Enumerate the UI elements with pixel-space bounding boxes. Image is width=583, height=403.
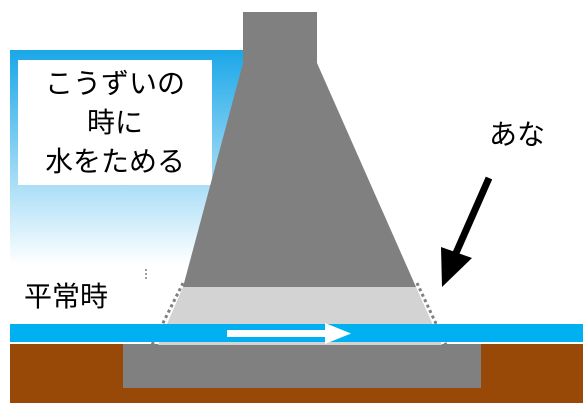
flood-label-line-1: こうずいの xyxy=(44,67,185,100)
normal-time-label: 平常時 xyxy=(24,280,109,313)
pointer-arrow-icon xyxy=(441,176,493,287)
dam-body xyxy=(183,12,416,287)
river-right xyxy=(440,324,583,342)
flood-label-panel xyxy=(18,60,212,185)
flood-label-line-3: 水をためる xyxy=(44,145,185,178)
hole-label: あな xyxy=(489,118,546,151)
flood-label-line-2: 時に xyxy=(86,106,143,139)
flood-storage-label: こうずいの 時に 水をためる xyxy=(22,64,208,181)
river-left xyxy=(10,324,160,342)
dam-foundation xyxy=(123,344,481,388)
right-arrow-icon xyxy=(227,323,351,344)
